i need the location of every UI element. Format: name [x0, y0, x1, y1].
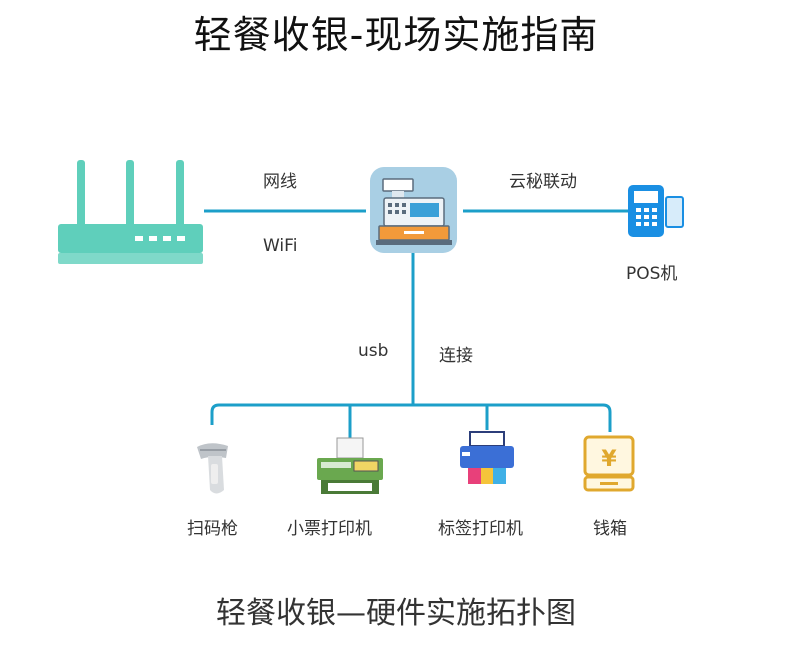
- cash-drawer-icon: ¥: [583, 435, 635, 492]
- label-printer-icon: [460, 431, 514, 484]
- page-title: 轻餐收银-现场实施指南: [193, 13, 599, 57]
- barcode-scanner-icon: [197, 443, 228, 494]
- diagram-caption: 轻餐收银—硬件实施拓扑图: [216, 596, 576, 631]
- usb-label: usb: [358, 341, 389, 361]
- router-icon: [58, 160, 203, 264]
- barcode-scanner-label: 扫码枪: [187, 519, 238, 539]
- network-cable-label: 网线: [263, 172, 297, 192]
- peripheral-bus-line: [210, 403, 612, 432]
- wifi-label: WiFi: [263, 236, 298, 256]
- pos-terminal-label: POS机: [626, 264, 678, 284]
- connect-label: 连接: [439, 346, 473, 366]
- connector-lines: [204, 209, 628, 446]
- cloud-link-label: 云秘联动: [509, 172, 577, 192]
- pos-terminal-icon: [628, 185, 684, 237]
- receipt-printer-label: 小票打印机: [287, 519, 372, 539]
- cash-drawer-label: 钱箱: [593, 519, 627, 539]
- label-printer-label: 标签打印机: [438, 519, 523, 539]
- yuan-symbol: ¥: [601, 447, 617, 472]
- receipt-printer-icon: [317, 437, 383, 494]
- cashier-register-icon: [370, 167, 457, 253]
